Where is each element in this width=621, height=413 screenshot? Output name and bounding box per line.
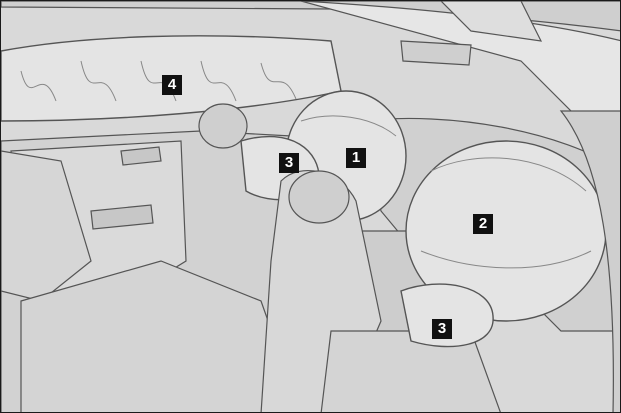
front-headrest <box>289 171 349 223</box>
callout-4: 4 <box>162 75 182 95</box>
callout-3a: 3 <box>279 153 299 173</box>
callout-3b: 3 <box>432 319 452 339</box>
callout-2: 2 <box>473 214 493 234</box>
rearview-mirror <box>401 41 471 65</box>
callout-1: 1 <box>346 148 366 168</box>
rear-headrest <box>199 104 247 148</box>
front-seat-cushion <box>321 331 501 413</box>
